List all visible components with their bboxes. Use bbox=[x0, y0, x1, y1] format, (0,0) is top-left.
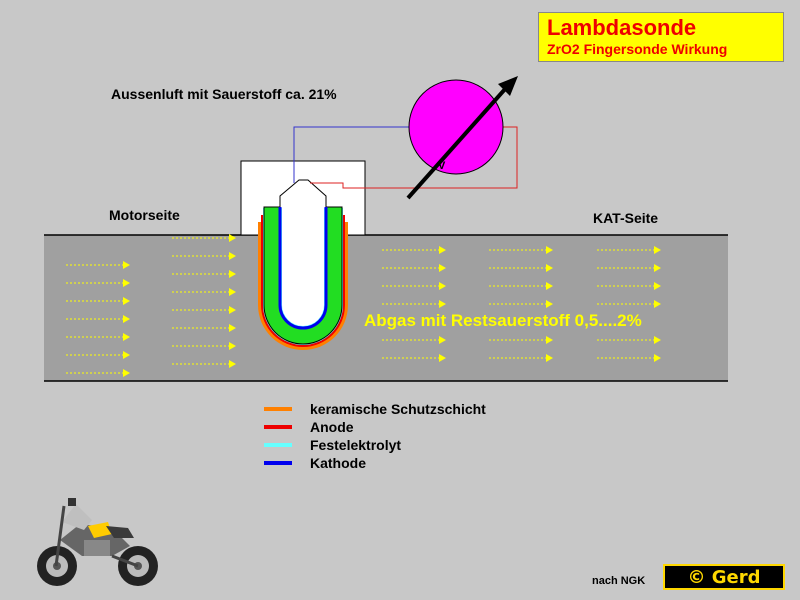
flow-arrow-icon bbox=[172, 288, 236, 296]
sensor-cap bbox=[279, 179, 327, 207]
voltmeter-needle bbox=[406, 86, 508, 200]
flow-arrow-icon bbox=[66, 333, 130, 341]
flow-arrow-icon bbox=[382, 264, 446, 272]
title-box: Lambdasonde ZrO2 Fingersonde Wirkung bbox=[538, 12, 784, 62]
flow-arrow-icon bbox=[66, 261, 130, 269]
flow-arrow-icon bbox=[597, 300, 661, 308]
exhaust-gas-label: Abgas mit Restsauerstoff 0,5....2% bbox=[364, 311, 642, 330]
legend-label: keramische Schutzschicht bbox=[310, 401, 486, 417]
outside-air-label: Aussenluft mit Sauerstoff ca. 21% bbox=[111, 86, 337, 102]
voltmeter-needle-head bbox=[498, 76, 518, 96]
cathode-wire bbox=[293, 126, 410, 183]
flow-arrow-icon bbox=[489, 282, 553, 290]
flow-arrow-icon bbox=[172, 324, 236, 332]
legend-item: keramische Schutzschicht bbox=[264, 400, 486, 418]
flow-arrow-icon bbox=[597, 354, 661, 362]
flow-arrow-icon bbox=[172, 270, 236, 278]
engine-side-label: Motorseite bbox=[109, 207, 180, 223]
flow-arrow-icon bbox=[382, 300, 446, 308]
flow-arrow-icon bbox=[382, 246, 446, 254]
legend-swatch-cathode bbox=[264, 461, 292, 465]
flow-arrow-icon bbox=[172, 252, 236, 260]
flow-arrows bbox=[66, 234, 661, 377]
flow-arrow-icon bbox=[66, 297, 130, 305]
flow-arrow-icon bbox=[382, 336, 446, 344]
legend: keramische Schutzschicht Anode Festelekt… bbox=[264, 400, 486, 472]
flow-arrow-icon bbox=[66, 369, 130, 377]
flow-arrow-icon bbox=[597, 246, 661, 254]
flow-arrow-icon bbox=[489, 300, 553, 308]
voltmeter-label: V bbox=[438, 160, 446, 172]
flow-arrow-icon bbox=[597, 336, 661, 344]
cathode-layer bbox=[278, 207, 328, 330]
flow-arrow-icon bbox=[489, 264, 553, 272]
legend-label: Kathode bbox=[310, 455, 366, 471]
diagram-title: Lambdasonde bbox=[547, 15, 697, 40]
legend-swatch-electrolyte bbox=[264, 443, 292, 447]
flow-arrow-icon bbox=[489, 354, 553, 362]
flow-arrow-icon bbox=[172, 234, 236, 242]
copyright-badge: © Gerd bbox=[663, 564, 785, 590]
flow-arrow-icon bbox=[66, 315, 130, 323]
flow-arrow-icon bbox=[172, 360, 236, 368]
flow-arrow-icon bbox=[66, 351, 130, 359]
flow-arrow-icon bbox=[382, 282, 446, 290]
legend-swatch-anode bbox=[264, 425, 292, 429]
voltmeter-icon bbox=[408, 79, 504, 175]
cat-side-label: KAT-Seite bbox=[593, 210, 659, 226]
source-credit: nach NGK bbox=[592, 575, 646, 587]
motorcycle-icon bbox=[37, 498, 158, 586]
flow-arrow-icon bbox=[382, 354, 446, 362]
exhaust-pipe bbox=[44, 235, 728, 381]
legend-label: Festelektrolyt bbox=[310, 437, 402, 453]
flow-arrow-icon bbox=[489, 246, 553, 254]
legend-item: Festelektrolyt bbox=[264, 436, 486, 454]
flow-arrow-icon bbox=[172, 306, 236, 314]
sensor-inner-air-chamber bbox=[282, 207, 324, 326]
flow-arrow-icon bbox=[172, 342, 236, 350]
flow-arrow-icon bbox=[489, 336, 553, 344]
anode-wire bbox=[310, 126, 518, 189]
diagram-subtitle: ZrO2 Fingersonde Wirkung bbox=[547, 41, 728, 57]
flow-arrow-icon bbox=[597, 282, 661, 290]
legend-label: Anode bbox=[310, 419, 354, 435]
legend-swatch-ceramic bbox=[264, 407, 292, 411]
legend-item: Kathode bbox=[264, 454, 486, 472]
legend-item: Anode bbox=[264, 418, 486, 436]
flow-arrow-icon bbox=[66, 279, 130, 287]
flow-arrow-icon bbox=[597, 264, 661, 272]
